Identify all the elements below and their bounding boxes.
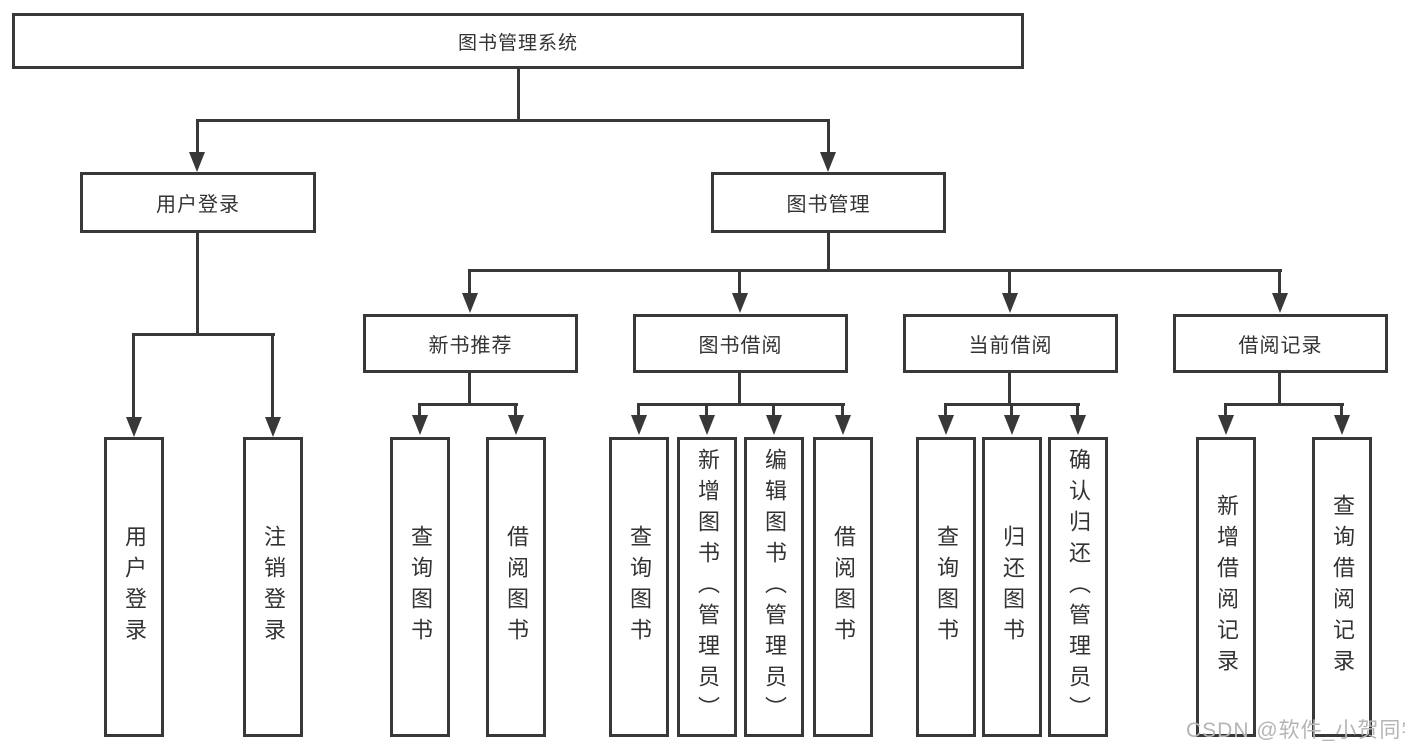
arrowhead-down [766, 415, 782, 435]
node-label: 借阅记录 [1238, 335, 1323, 357]
connector-line [196, 119, 830, 122]
connector-line [1224, 403, 1344, 406]
connector-line [738, 269, 741, 296]
connector-line [1008, 269, 1011, 296]
connector-line [1278, 269, 1281, 296]
arrowhead-down [1218, 415, 1234, 435]
arrowhead-down [1004, 415, 1020, 435]
connector-line [196, 232, 199, 335]
connector-line [1076, 403, 1079, 416]
arrowhead-down [1070, 415, 1086, 435]
connector-line [738, 372, 741, 406]
connector-line [132, 333, 275, 336]
connector-line [841, 403, 844, 416]
leaf-query-books-current: 查询图书 [916, 437, 976, 737]
leaf-query-books-borrow: 查询图书 [609, 437, 669, 737]
connector-line [517, 68, 520, 122]
arrowhead-down [938, 415, 954, 435]
connector-line [1008, 372, 1011, 406]
arrowhead-down [732, 293, 748, 313]
node-book-borrowing: 图书借阅 [633, 314, 848, 373]
connector-line [1340, 403, 1343, 416]
node-label: 当前借阅 [968, 335, 1053, 357]
connector-line [637, 403, 845, 406]
node-label: 新书推荐 [428, 335, 513, 357]
arrowhead-down [508, 415, 524, 435]
node-label: 图书管理系统 [457, 32, 578, 54]
connector-line [1278, 372, 1281, 406]
connector-line [271, 333, 274, 419]
arrowhead-down [835, 415, 851, 435]
connector-line [827, 119, 830, 155]
node-label: 图书借阅 [698, 335, 783, 357]
leaf-logout: 注销登录 [243, 437, 303, 737]
node-library-management-system: 图书管理系统 [12, 13, 1024, 69]
node-user-login: 用户登录 [80, 172, 316, 233]
leaf-confirm-return-admin: 确认归还（管理员） [1048, 437, 1108, 737]
connector-line [705, 403, 708, 416]
connector-line [418, 403, 421, 416]
node-new-book-recommendation: 新书推荐 [363, 314, 578, 373]
arrowhead-down [126, 417, 142, 437]
node-book-management: 图书管理 [711, 172, 946, 233]
leaf-borrow-books: 借阅图书 [813, 437, 873, 737]
node-borrowing-records: 借阅记录 [1173, 314, 1388, 373]
connector-line [468, 372, 471, 406]
leaf-borrow-books-recommend: 借阅图书 [486, 437, 546, 737]
connector-line [944, 403, 947, 416]
connector-line [772, 403, 775, 416]
connector-line [468, 269, 1282, 272]
connector-line [637, 403, 640, 416]
connector-line [1010, 403, 1013, 416]
arrowhead-down [462, 293, 478, 313]
leaf-edit-books-admin: 编辑图书（管理员） [744, 437, 804, 737]
node-label: 用户登录 [156, 194, 240, 216]
arrowhead-down [1272, 293, 1288, 313]
connector-line [132, 333, 135, 419]
arrowhead-down [265, 417, 281, 437]
arrowhead-down [412, 415, 428, 435]
leaf-add-borrow-record: 新增借阅记录 [1196, 437, 1256, 737]
arrowhead-down [1334, 415, 1350, 435]
node-current-borrowing: 当前借阅 [903, 314, 1118, 373]
connector-line [1224, 403, 1227, 416]
connector-line [196, 119, 199, 155]
leaf-query-borrow-record: 查询借阅记录 [1312, 437, 1372, 737]
node-label: 图书管理 [786, 194, 871, 216]
arrowhead-down [699, 415, 715, 435]
leaf-user-login: 用户登录 [104, 437, 164, 737]
leaf-query-books-recommend: 查询图书 [390, 437, 450, 737]
connector-line [418, 403, 518, 406]
arrowhead-down [189, 152, 205, 172]
connector-line [468, 269, 471, 296]
arrowhead-down [631, 415, 647, 435]
csdn-watermark: CSDN @软件_小贺同学 [1186, 719, 1405, 742]
leaf-add-books-admin: 新增图书（管理员） [677, 437, 737, 737]
leaf-return-books: 归还图书 [982, 437, 1042, 737]
connector-line [514, 403, 517, 416]
arrowhead-down [820, 152, 836, 172]
arrowhead-down [1002, 293, 1018, 313]
connector-line [827, 232, 830, 272]
